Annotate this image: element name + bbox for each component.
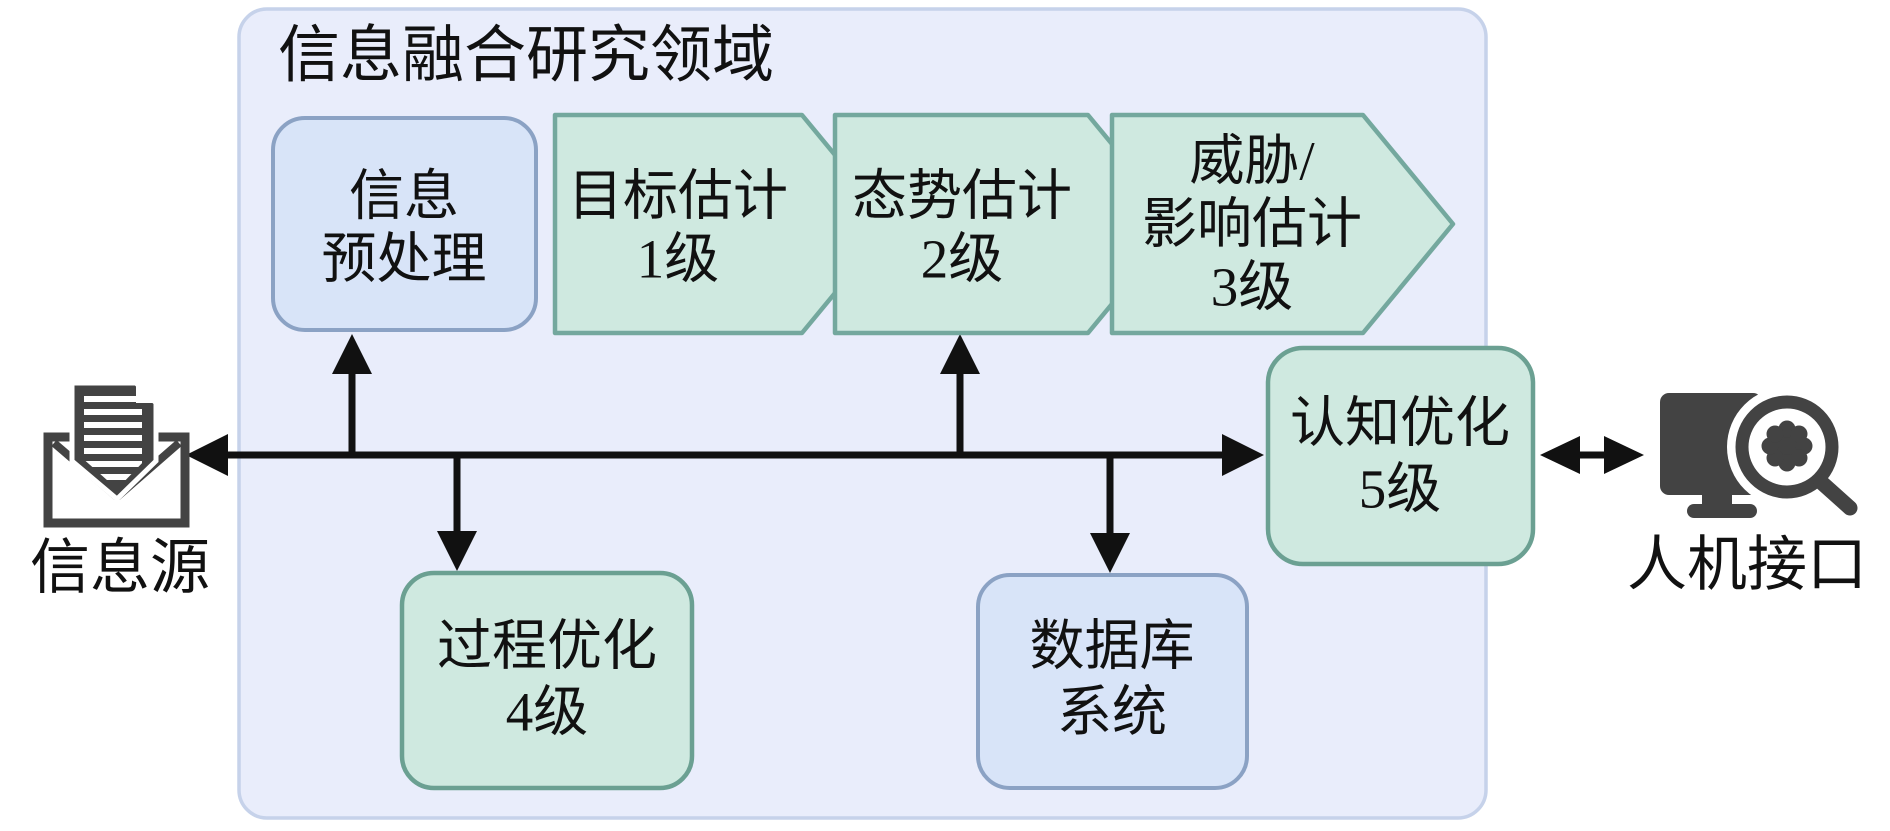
branch-down-level4-arrowhead bbox=[437, 531, 477, 571]
level1-label-line2: 1级 bbox=[637, 229, 720, 290]
hmi-arrowhead-left bbox=[1540, 436, 1580, 474]
monitor-base bbox=[1687, 504, 1757, 518]
bus-arrowhead-right bbox=[1222, 434, 1264, 476]
lens-gear-blob bbox=[1761, 420, 1813, 472]
level4-label-line1: 过程优化 bbox=[437, 616, 657, 677]
information-source: 信息源 bbox=[30, 380, 210, 601]
node-database: 数据库 系统 bbox=[976, 573, 1249, 790]
hmi-double-arrow bbox=[1540, 436, 1644, 474]
fusion-domain-title: 信息融合研究领域 bbox=[278, 22, 774, 90]
envelope-document-icon bbox=[43, 380, 190, 528]
level5-box bbox=[1265, 345, 1536, 567]
bus-arrows bbox=[186, 334, 1264, 573]
magnifier-handle bbox=[1813, 474, 1858, 516]
preprocess-box bbox=[271, 116, 538, 332]
level3-chevron bbox=[1109, 112, 1456, 336]
level1-label-line1: 目标估计 bbox=[568, 166, 788, 227]
level2-label-line1: 态势估计 bbox=[852, 166, 1072, 227]
branch-down-database-arrowhead bbox=[1090, 533, 1130, 573]
preprocess-label-line2: 预处理 bbox=[321, 229, 486, 290]
branch-up-preprocess-arrowhead bbox=[332, 334, 372, 374]
level4-label-line2: 4级 bbox=[506, 682, 589, 743]
database-box bbox=[976, 573, 1249, 790]
branch-up-level2-arrowhead bbox=[940, 334, 980, 374]
level2-label-line2: 2级 bbox=[921, 229, 1004, 290]
monitor-magnifier-icon bbox=[1660, 387, 1858, 518]
level5-label-line2: 5级 bbox=[1359, 459, 1442, 520]
bus-arrowhead-left bbox=[186, 434, 228, 476]
node-level5: 认知优化 5级 bbox=[1265, 345, 1536, 567]
node-level3 bbox=[1109, 112, 1456, 336]
node-level4: 过程优化 4级 bbox=[399, 570, 695, 791]
database-label-line1: 数据库 bbox=[1029, 616, 1194, 677]
database-label-line2: 系统 bbox=[1057, 682, 1167, 743]
preprocess-label-line1: 信息 bbox=[349, 166, 459, 227]
information-source-label: 信息源 bbox=[30, 535, 210, 601]
level3-label-line1: 威胁/ bbox=[1189, 131, 1315, 192]
human-machine-interface: 人机接口 bbox=[1627, 387, 1867, 598]
level4-box bbox=[399, 570, 695, 791]
level5-label-line1: 认知优化 bbox=[1290, 393, 1510, 454]
document-text-lines bbox=[84, 396, 142, 480]
human-machine-interface-label: 人机接口 bbox=[1627, 532, 1867, 598]
hmi-arrowhead-right bbox=[1604, 436, 1644, 474]
level3-label-line3: 3级 bbox=[1211, 257, 1294, 318]
level3-label-line2: 影响估计 bbox=[1142, 194, 1362, 255]
node-preprocess: 信息 预处理 bbox=[271, 116, 538, 332]
